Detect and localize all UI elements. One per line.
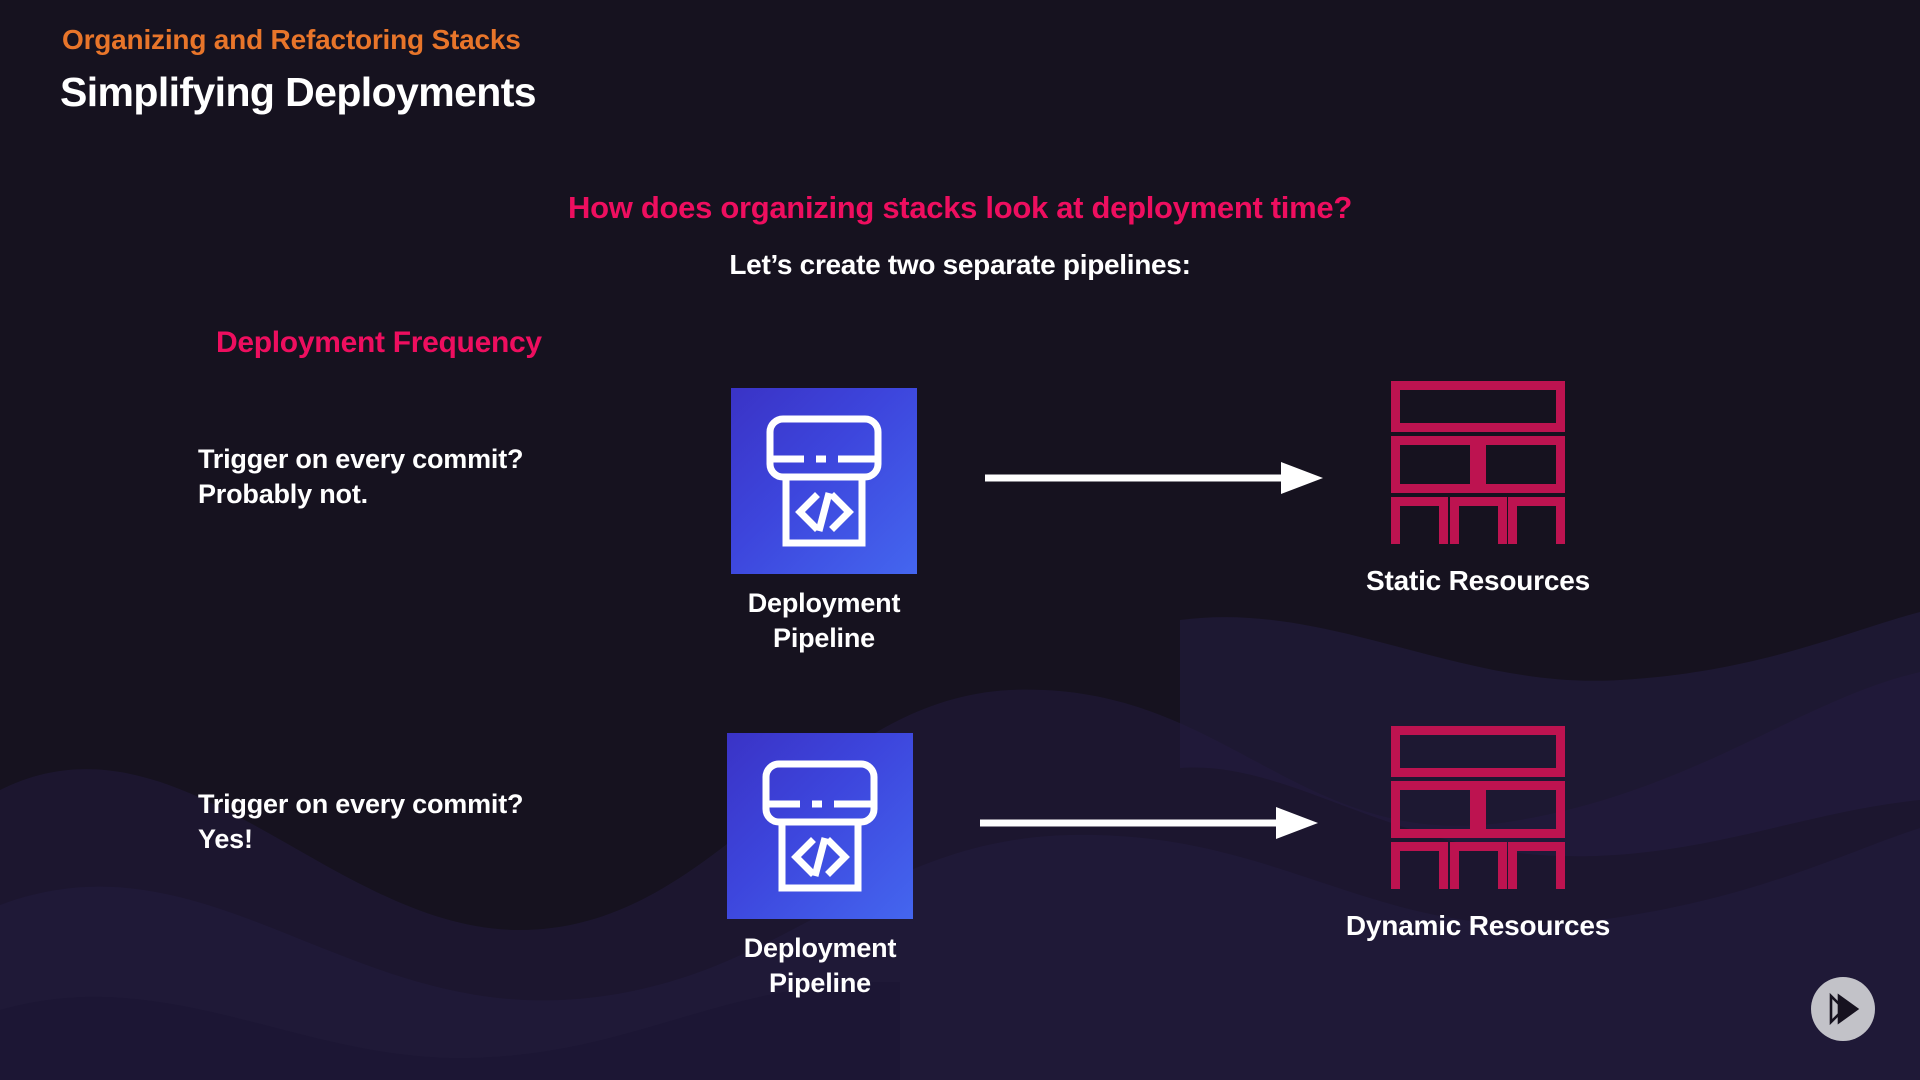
deployment-pipeline-node[interactable]: Deployment Pipeline [731,388,917,656]
pipeline-row-dynamic: Trigger on every commit? Yes! Deployment… [0,725,1920,1015]
fast-forward-play-icon [1829,992,1860,1026]
deployment-pipeline-node[interactable]: Deployment Pipeline [727,733,913,1001]
arrow-right-icon [985,458,1325,503]
row-question-text: Trigger on every commit? Probably not. [198,444,524,510]
pipeline-row-static: Trigger on every commit? Probably not. D… [0,380,1920,670]
row-question-text: Trigger on every commit? Yes! [198,789,524,855]
brick-stack-icon [1390,380,1566,554]
resource-node-dynamic[interactable]: Dynamic Resources [1288,725,1668,942]
resource-label-static: Static Resources [1365,565,1590,596]
arrow-right-icon [980,803,1320,848]
code-pipeline-icon [731,388,917,574]
slide-subhead: Let’s create two separate pipelines: [729,249,1191,280]
code-pipeline-icon [727,733,913,919]
resource-label-dynamic: Dynamic Resources [1345,910,1611,941]
section-label-deployment-frequency: Deployment Frequency [216,326,542,359]
deployment-pipeline-label: Deployment Pipeline [743,933,897,999]
slide-eyebrow: Organizing and Refactoring Stacks [62,24,521,55]
slide-title: Simplifying Deployments [60,69,537,115]
resource-node-static[interactable]: Static Resources [1288,380,1668,597]
fast-forward-play-button[interactable] [1811,977,1875,1041]
brick-stack-icon [1390,725,1566,899]
deployment-pipeline-label: Deployment Pipeline [747,588,901,654]
slide-question: How does organizing stacks look at deplo… [568,190,1352,225]
